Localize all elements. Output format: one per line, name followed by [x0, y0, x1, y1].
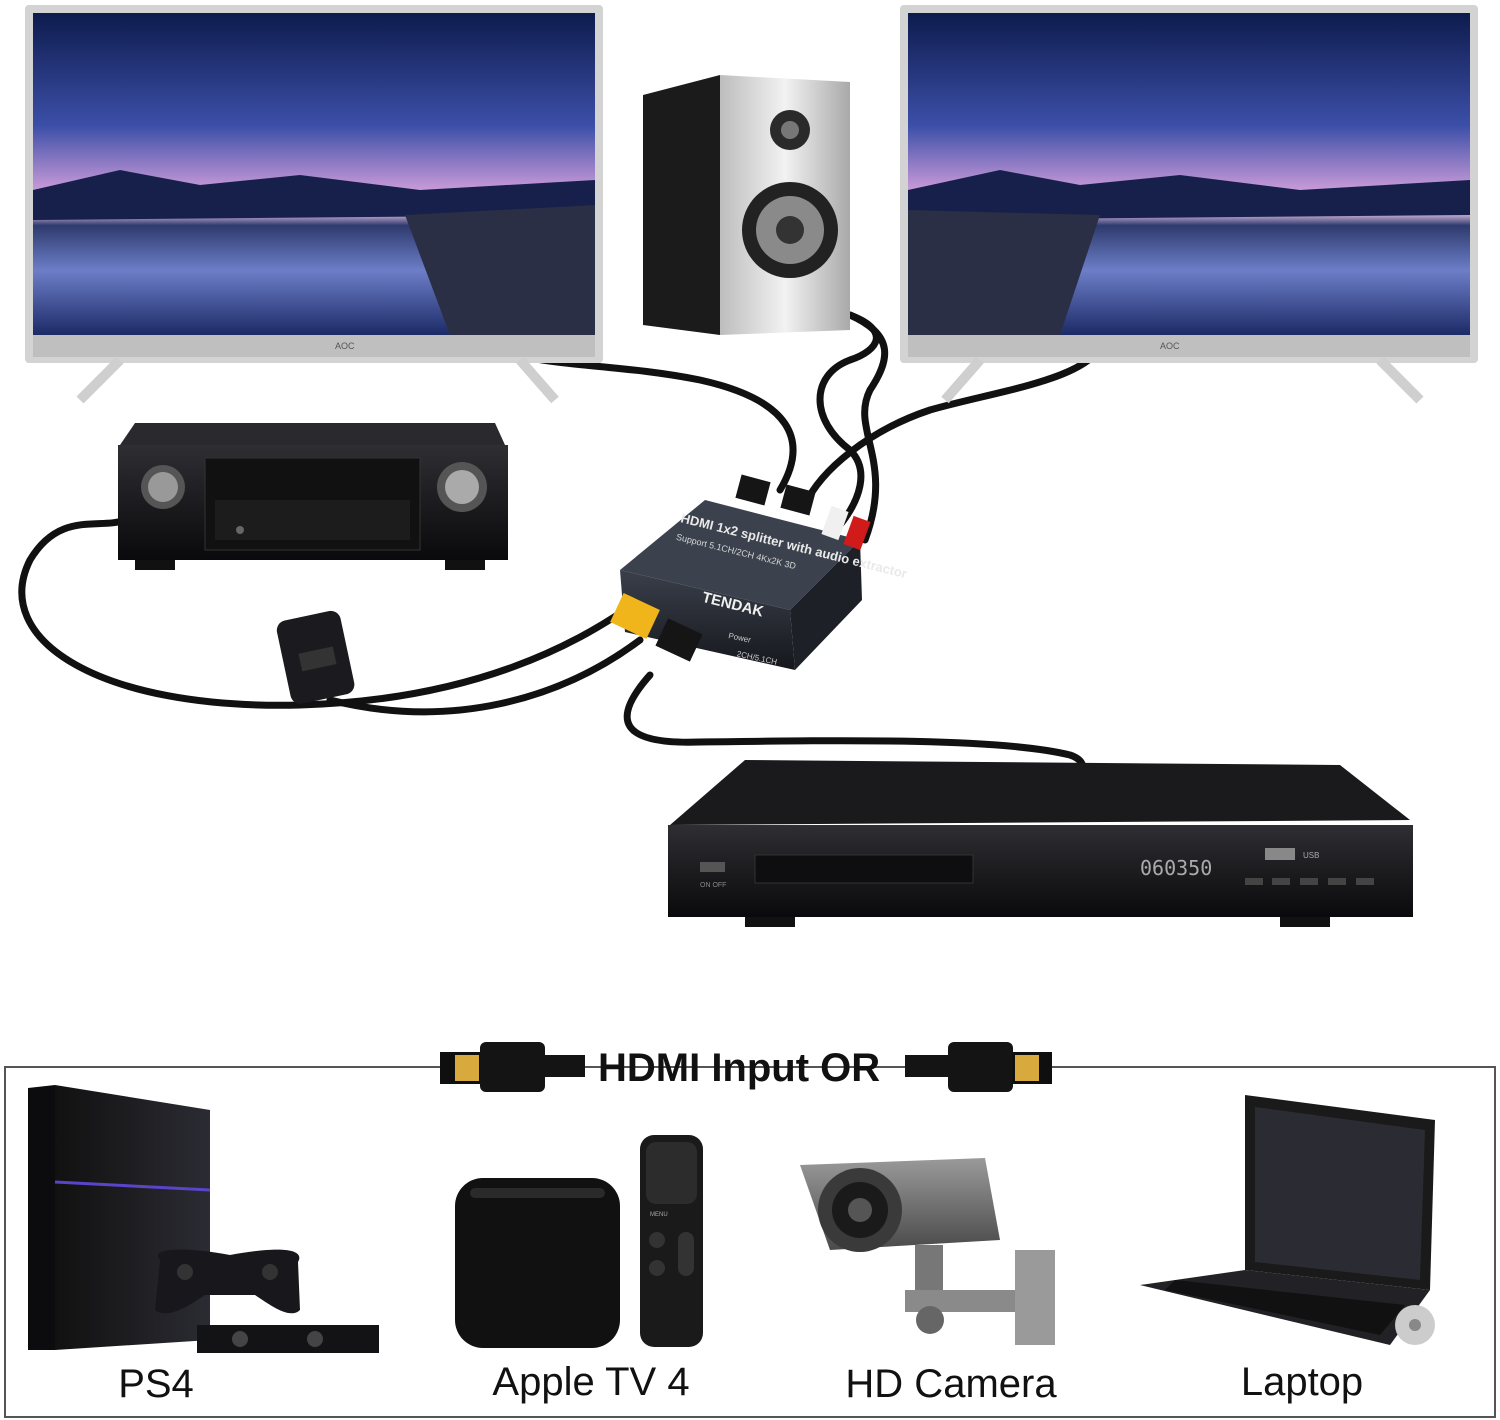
dvd-power-label: ON OFF	[700, 882, 726, 889]
remote-menu-label: MENU	[650, 1212, 668, 1218]
ps4-console	[28, 1085, 379, 1353]
power-cable	[326, 636, 644, 716]
hdmi-input-header: HDMI Input OR	[598, 1046, 881, 1090]
dvd-player: ON OFF 060350 USB	[668, 760, 1413, 927]
hdmi-cable-right-tv	[801, 336, 1109, 509]
tv-right-brand: AOC	[1160, 341, 1180, 351]
apple-tv-remote: MENU	[640, 1135, 703, 1347]
power-adapter	[276, 610, 355, 704]
tv-left: AOC	[25, 5, 603, 404]
device-label-laptop: Laptop	[1240, 1360, 1364, 1404]
dvd-usb-label: USB	[1303, 851, 1319, 860]
cables	[18, 311, 1109, 779]
hd-camera	[800, 1158, 1055, 1345]
rca-cable-red	[846, 311, 889, 544]
optical-cable-receiver	[18, 516, 629, 709]
av-receiver	[118, 423, 508, 570]
tv-left-brand: AOC	[335, 341, 355, 351]
device-label-ps4: PS4	[118, 1362, 194, 1406]
input-devices-frame	[4, 1066, 1496, 1418]
speaker	[643, 75, 850, 335]
device-label-hd-camera: HD Camera	[845, 1362, 1057, 1406]
tv-right: AOC	[900, 5, 1478, 404]
rca-cable-white	[816, 311, 880, 529]
device-label-apple-tv: Apple TV 4	[492, 1360, 690, 1404]
hdmi-plug-right-icon	[905, 1042, 1052, 1092]
hdmi-plug-left-icon	[440, 1042, 585, 1092]
laptop	[1140, 1095, 1435, 1345]
hdmi-splitter: HDMI 1x2 splitter with audio extractor S…	[610, 474, 909, 670]
apple-tv-box	[455, 1178, 620, 1348]
hdmi-cable-dvd	[623, 671, 1087, 779]
dvd-display: 060350	[1140, 856, 1212, 880]
